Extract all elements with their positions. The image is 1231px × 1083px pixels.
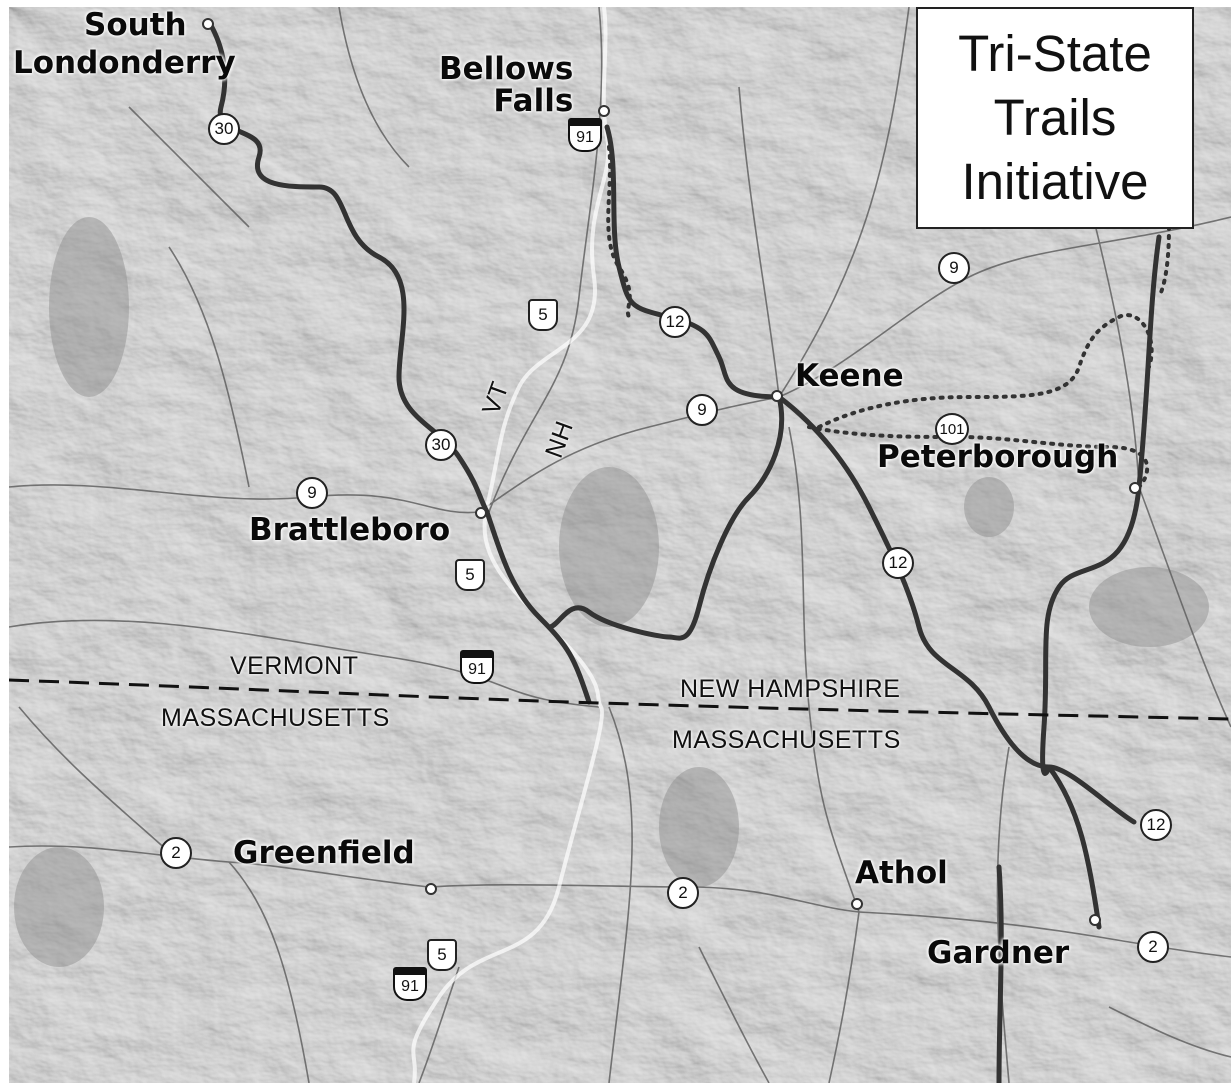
town-dot-keene	[771, 390, 783, 402]
title-box: Tri-State Trails Initiative	[916, 7, 1194, 229]
route-2-east-shield: 2	[1137, 931, 1169, 963]
town-dot-bellows-falls	[598, 105, 610, 117]
route-2-mid-shield: 2	[667, 877, 699, 909]
route-9-nh-north-shield: 9	[938, 252, 970, 284]
route-12-mid-shield: 12	[882, 547, 914, 579]
us-5-south-shield: 5	[427, 939, 457, 971]
us-5-north-shield: 5	[528, 299, 558, 331]
state-label-new-hampshire: NEW HAMPSHIRE	[680, 675, 901, 703]
route-30-mid-shield: 30	[425, 429, 457, 461]
town-dot-south-londonderry	[202, 18, 214, 30]
state-label-massachusetts-east: MASSACHUSETTS	[672, 726, 901, 754]
route-12-east-shield: 12	[1140, 809, 1172, 841]
city-south-londonderry: South	[84, 9, 187, 41]
city-brattleboro: Brattleboro	[249, 512, 451, 548]
route-12-north-shield: 12	[659, 306, 691, 338]
route-30-north-shield: 30	[208, 113, 240, 145]
city-bellows-falls: Bellows Falls	[439, 53, 573, 117]
city-peterborough: Peterborough	[877, 439, 1119, 475]
town-dot-brattleboro	[475, 507, 487, 519]
city-south-londonderry-line1: South	[84, 7, 187, 43]
city-keene: Keene	[795, 358, 904, 394]
city-bellows-falls-line1: Bellows	[439, 51, 574, 87]
i91-mid-shield: 91	[460, 650, 494, 684]
town-dot-peterborough	[1129, 482, 1141, 494]
town-dot-athol	[851, 898, 863, 910]
route-2-west-shield: 2	[160, 837, 192, 869]
i91-south-label: 91	[393, 975, 427, 1001]
title-line-1: Tri-State	[958, 25, 1152, 82]
city-gardner: Gardner	[927, 935, 1070, 971]
dotted-trails	[606, 145, 1171, 489]
connecticut-river	[411, 7, 611, 1083]
title-line-2: Trails	[993, 89, 1117, 146]
route-101-shield: 101	[935, 413, 969, 445]
title-line-3: Initiative	[961, 153, 1149, 210]
city-athol: Athol	[855, 855, 948, 891]
state-label-massachusetts-west: MASSACHUSETTS	[161, 704, 390, 732]
city-south-londonderry-line2: Londonderry	[13, 45, 236, 81]
state-label-vermont: VERMONT	[230, 652, 359, 680]
route-9-keene-shield: 9	[686, 394, 718, 426]
state-borders	[9, 678, 1231, 721]
land-patches	[14, 217, 1209, 967]
i91-mid-label: 91	[460, 658, 494, 684]
route-9-vt-shield: 9	[296, 477, 328, 509]
city-greenfield: Greenfield	[233, 835, 415, 871]
map: Tri-State Trails Initiative South London…	[9, 7, 1231, 1083]
town-dot-gardner	[1089, 914, 1101, 926]
i91-north-label: 91	[568, 126, 602, 152]
us-5-mid-shield: 5	[455, 559, 485, 591]
i91-south-shield: 91	[393, 967, 427, 1001]
i91-north-shield: 91	[568, 118, 602, 152]
city-bellows-falls-line2: Falls	[493, 83, 574, 119]
city-south-londonderry-line2-wrap: Londonderry	[13, 47, 236, 79]
town-dot-greenfield	[425, 883, 437, 895]
